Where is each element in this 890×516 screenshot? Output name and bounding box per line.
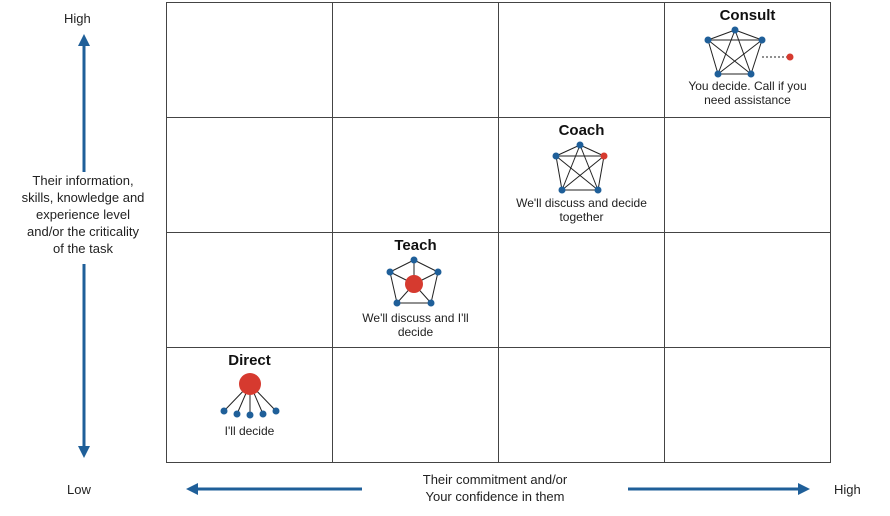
y-axis-title-line: Their information,	[32, 173, 134, 188]
x-axis-low-label: Low	[67, 482, 91, 497]
x-axis-title-line: Their commitment and/or	[422, 472, 568, 487]
network-with-red-member-node-icon	[550, 139, 614, 195]
matrix-cell-consult: Consult	[664, 2, 831, 118]
y-axis-title-line: skills, knowledge and	[21, 190, 145, 205]
x-axis-title: Their commitment and/or Your confidence …	[380, 471, 610, 505]
network-with-detached-red-node-icon	[698, 24, 798, 78]
matrix-cell	[664, 232, 831, 348]
teach-caption-line: We'll discuss and I'll	[362, 311, 469, 325]
matrix-cell-coach: Coach	[498, 117, 665, 233]
consult-caption-line: You decide. Call if you	[688, 79, 807, 93]
consult-title: Consult	[719, 7, 776, 24]
matrix-cell	[166, 232, 333, 348]
leadership-style-matrix: Consult	[166, 2, 831, 463]
direct-title: Direct	[228, 352, 271, 369]
matrix-cell	[498, 232, 665, 348]
teach-caption: We'll discuss and I'll decide	[356, 311, 474, 339]
teach-caption-line: decide	[397, 325, 434, 339]
y-axis-title-line: and/or the criticality	[27, 224, 139, 239]
matrix-cell	[166, 2, 333, 118]
direct-caption: I'll decide	[219, 424, 281, 438]
y-axis-high-label: High	[64, 11, 91, 26]
teach-title: Teach	[394, 237, 437, 254]
consult-caption: You decide. Call if you need assistance	[682, 79, 812, 107]
coach-title: Coach	[558, 122, 605, 139]
matrix-cell	[332, 347, 499, 463]
matrix-cell	[166, 117, 333, 233]
network-with-central-red-hub-icon	[384, 254, 448, 310]
red-hub-with-five-subordinates-icon	[218, 369, 282, 423]
x-axis-high-label: High	[834, 482, 861, 497]
matrix-cell	[498, 2, 665, 118]
y-axis-title-line: experience level	[36, 207, 130, 222]
direct-caption-line: I'll decide	[224, 424, 275, 438]
matrix-cell	[332, 2, 499, 118]
matrix-cell	[498, 347, 665, 463]
x-axis-left-arrow-icon	[186, 483, 362, 495]
teach-style: Teach	[333, 233, 498, 347]
matrix-cell-teach: Teach	[332, 232, 499, 348]
coach-caption-line: We'll discuss and decide	[516, 196, 647, 210]
matrix-cell-direct: Direct I'll decide	[166, 347, 333, 463]
matrix-cell	[332, 117, 499, 233]
direct-style: Direct I'll decide	[167, 348, 332, 462]
coach-style: Coach	[499, 118, 664, 232]
coach-caption: We'll discuss and decide together	[510, 196, 653, 224]
consult-style: Consult	[665, 3, 830, 117]
matrix-cell	[664, 347, 831, 463]
matrix-cell	[664, 117, 831, 233]
x-axis-right-arrow-icon	[628, 483, 810, 495]
coach-caption-line: together	[559, 210, 604, 224]
y-axis-title: Their information, skills, knowledge and…	[0, 172, 166, 257]
x-axis-title-line: Your confidence in them	[425, 489, 565, 504]
y-axis-up-arrow-icon	[78, 34, 90, 172]
y-axis-title-line: of the task	[53, 241, 113, 256]
y-axis-down-arrow-icon	[78, 264, 90, 458]
consult-caption-line: need assistance	[704, 93, 791, 107]
